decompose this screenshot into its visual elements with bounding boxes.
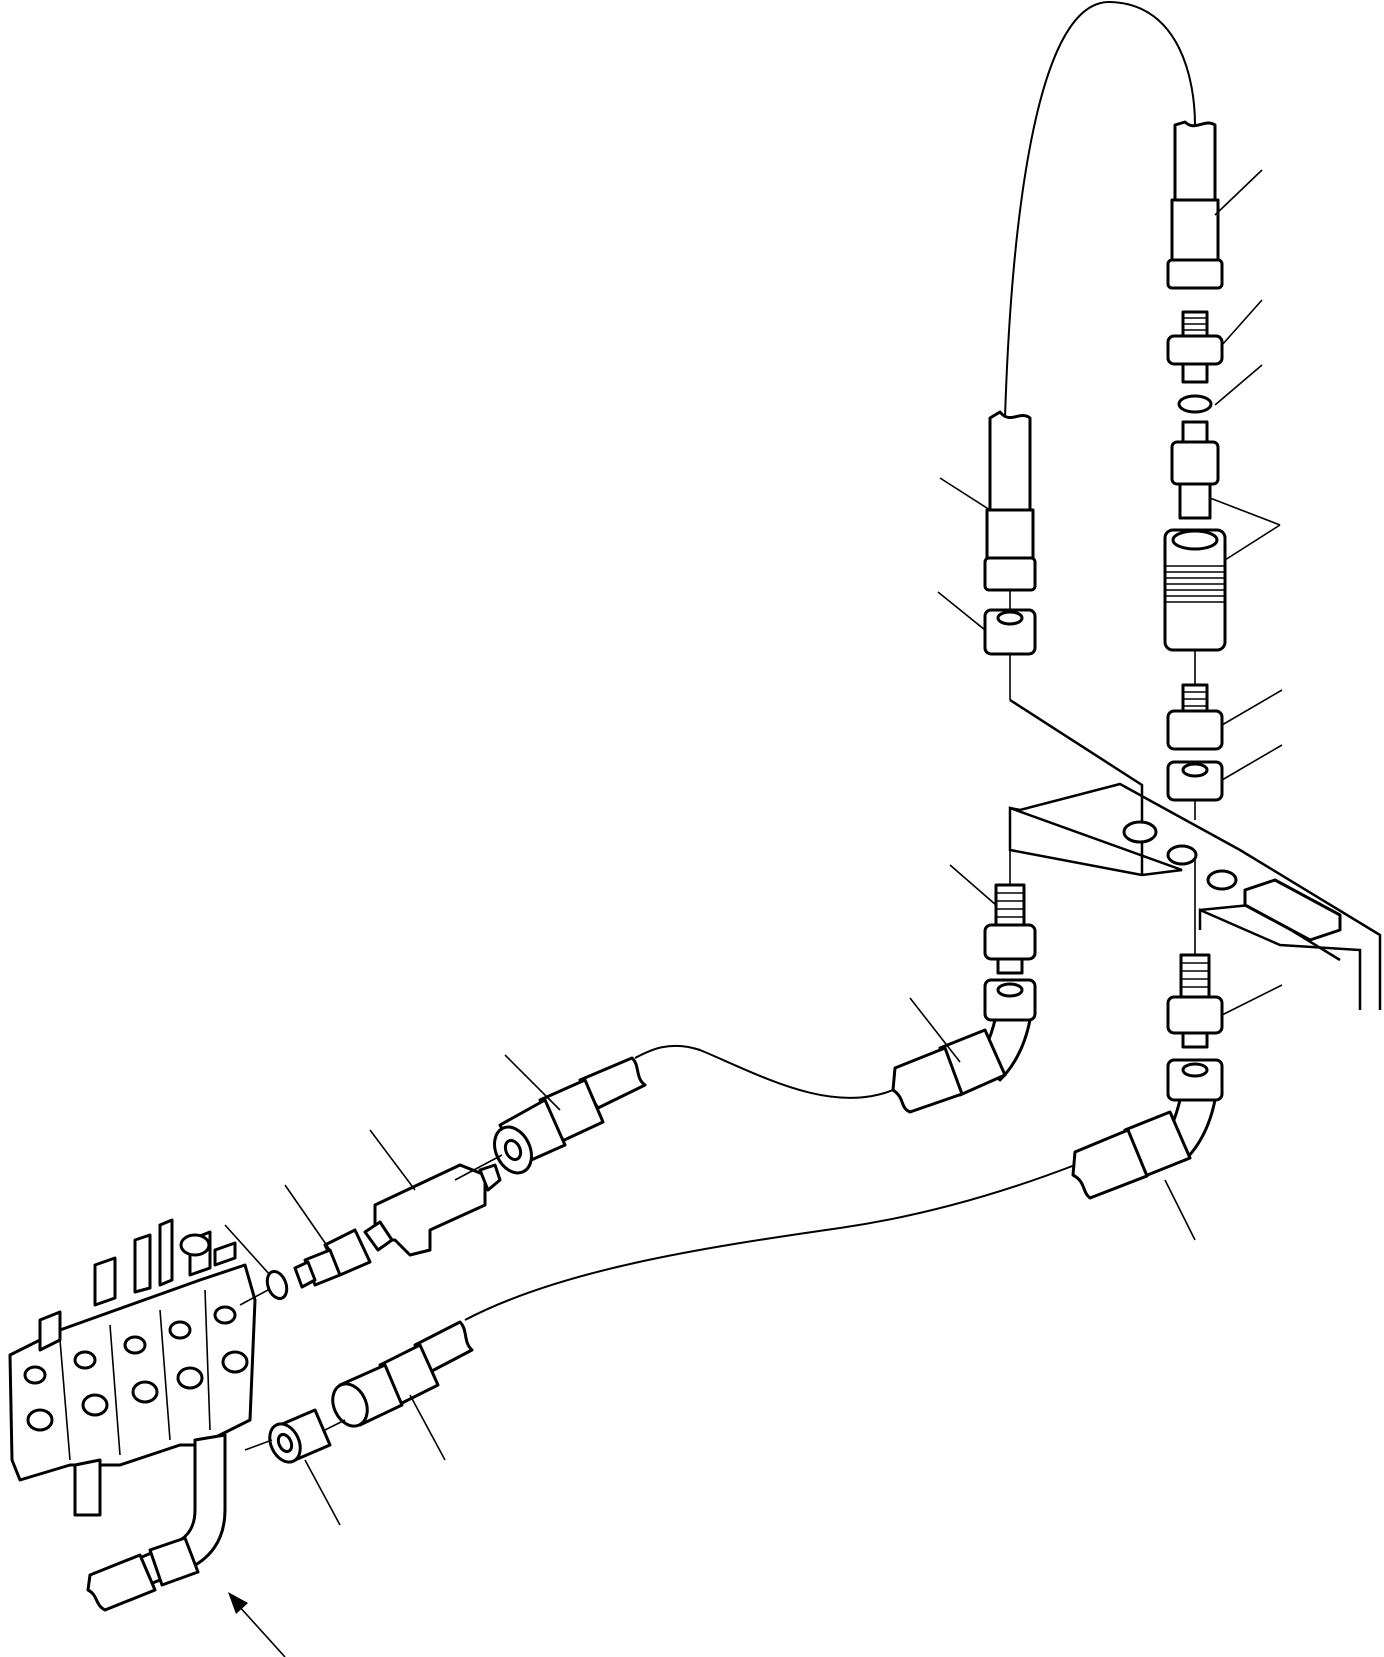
lower-hose-end <box>331 1320 474 1428</box>
left-elbow-hose <box>891 978 1037 1114</box>
left-lock-nut <box>983 608 1037 656</box>
quick-coupler-female <box>1163 528 1227 652</box>
union-fitting <box>293 1228 372 1289</box>
middle-hose-run <box>634 1044 894 1099</box>
right-lock-nut <box>1166 760 1224 802</box>
upper-o-ring <box>1177 394 1213 414</box>
callout-leaders <box>224 169 1283 1657</box>
right-hose-upper <box>1166 120 1224 290</box>
lower-adapter-fitting <box>268 1408 332 1464</box>
lower-o-ring <box>265 1269 289 1301</box>
right-bulkhead-adapter <box>1166 683 1224 751</box>
quick-coupler-male <box>1170 420 1220 520</box>
right-connector-fitting <box>1166 953 1224 1049</box>
right-elbow-hose <box>1071 1058 1224 1200</box>
upper-adapter-fitting <box>1166 310 1224 384</box>
left-hose-upper <box>983 410 1037 592</box>
upper-hose-loop <box>1004 0 1196 419</box>
control-valve-block <box>8 1218 257 1517</box>
arrow-head <box>228 1592 248 1614</box>
lower-hose-run <box>464 1164 1076 1321</box>
left-connector-fitting <box>983 883 1037 975</box>
valve-outlet-pipe <box>86 1433 227 1612</box>
tee-fitting <box>363 1163 502 1257</box>
mounting-bracket <box>1008 698 1382 1010</box>
middle-hose-end <box>493 1056 647 1175</box>
